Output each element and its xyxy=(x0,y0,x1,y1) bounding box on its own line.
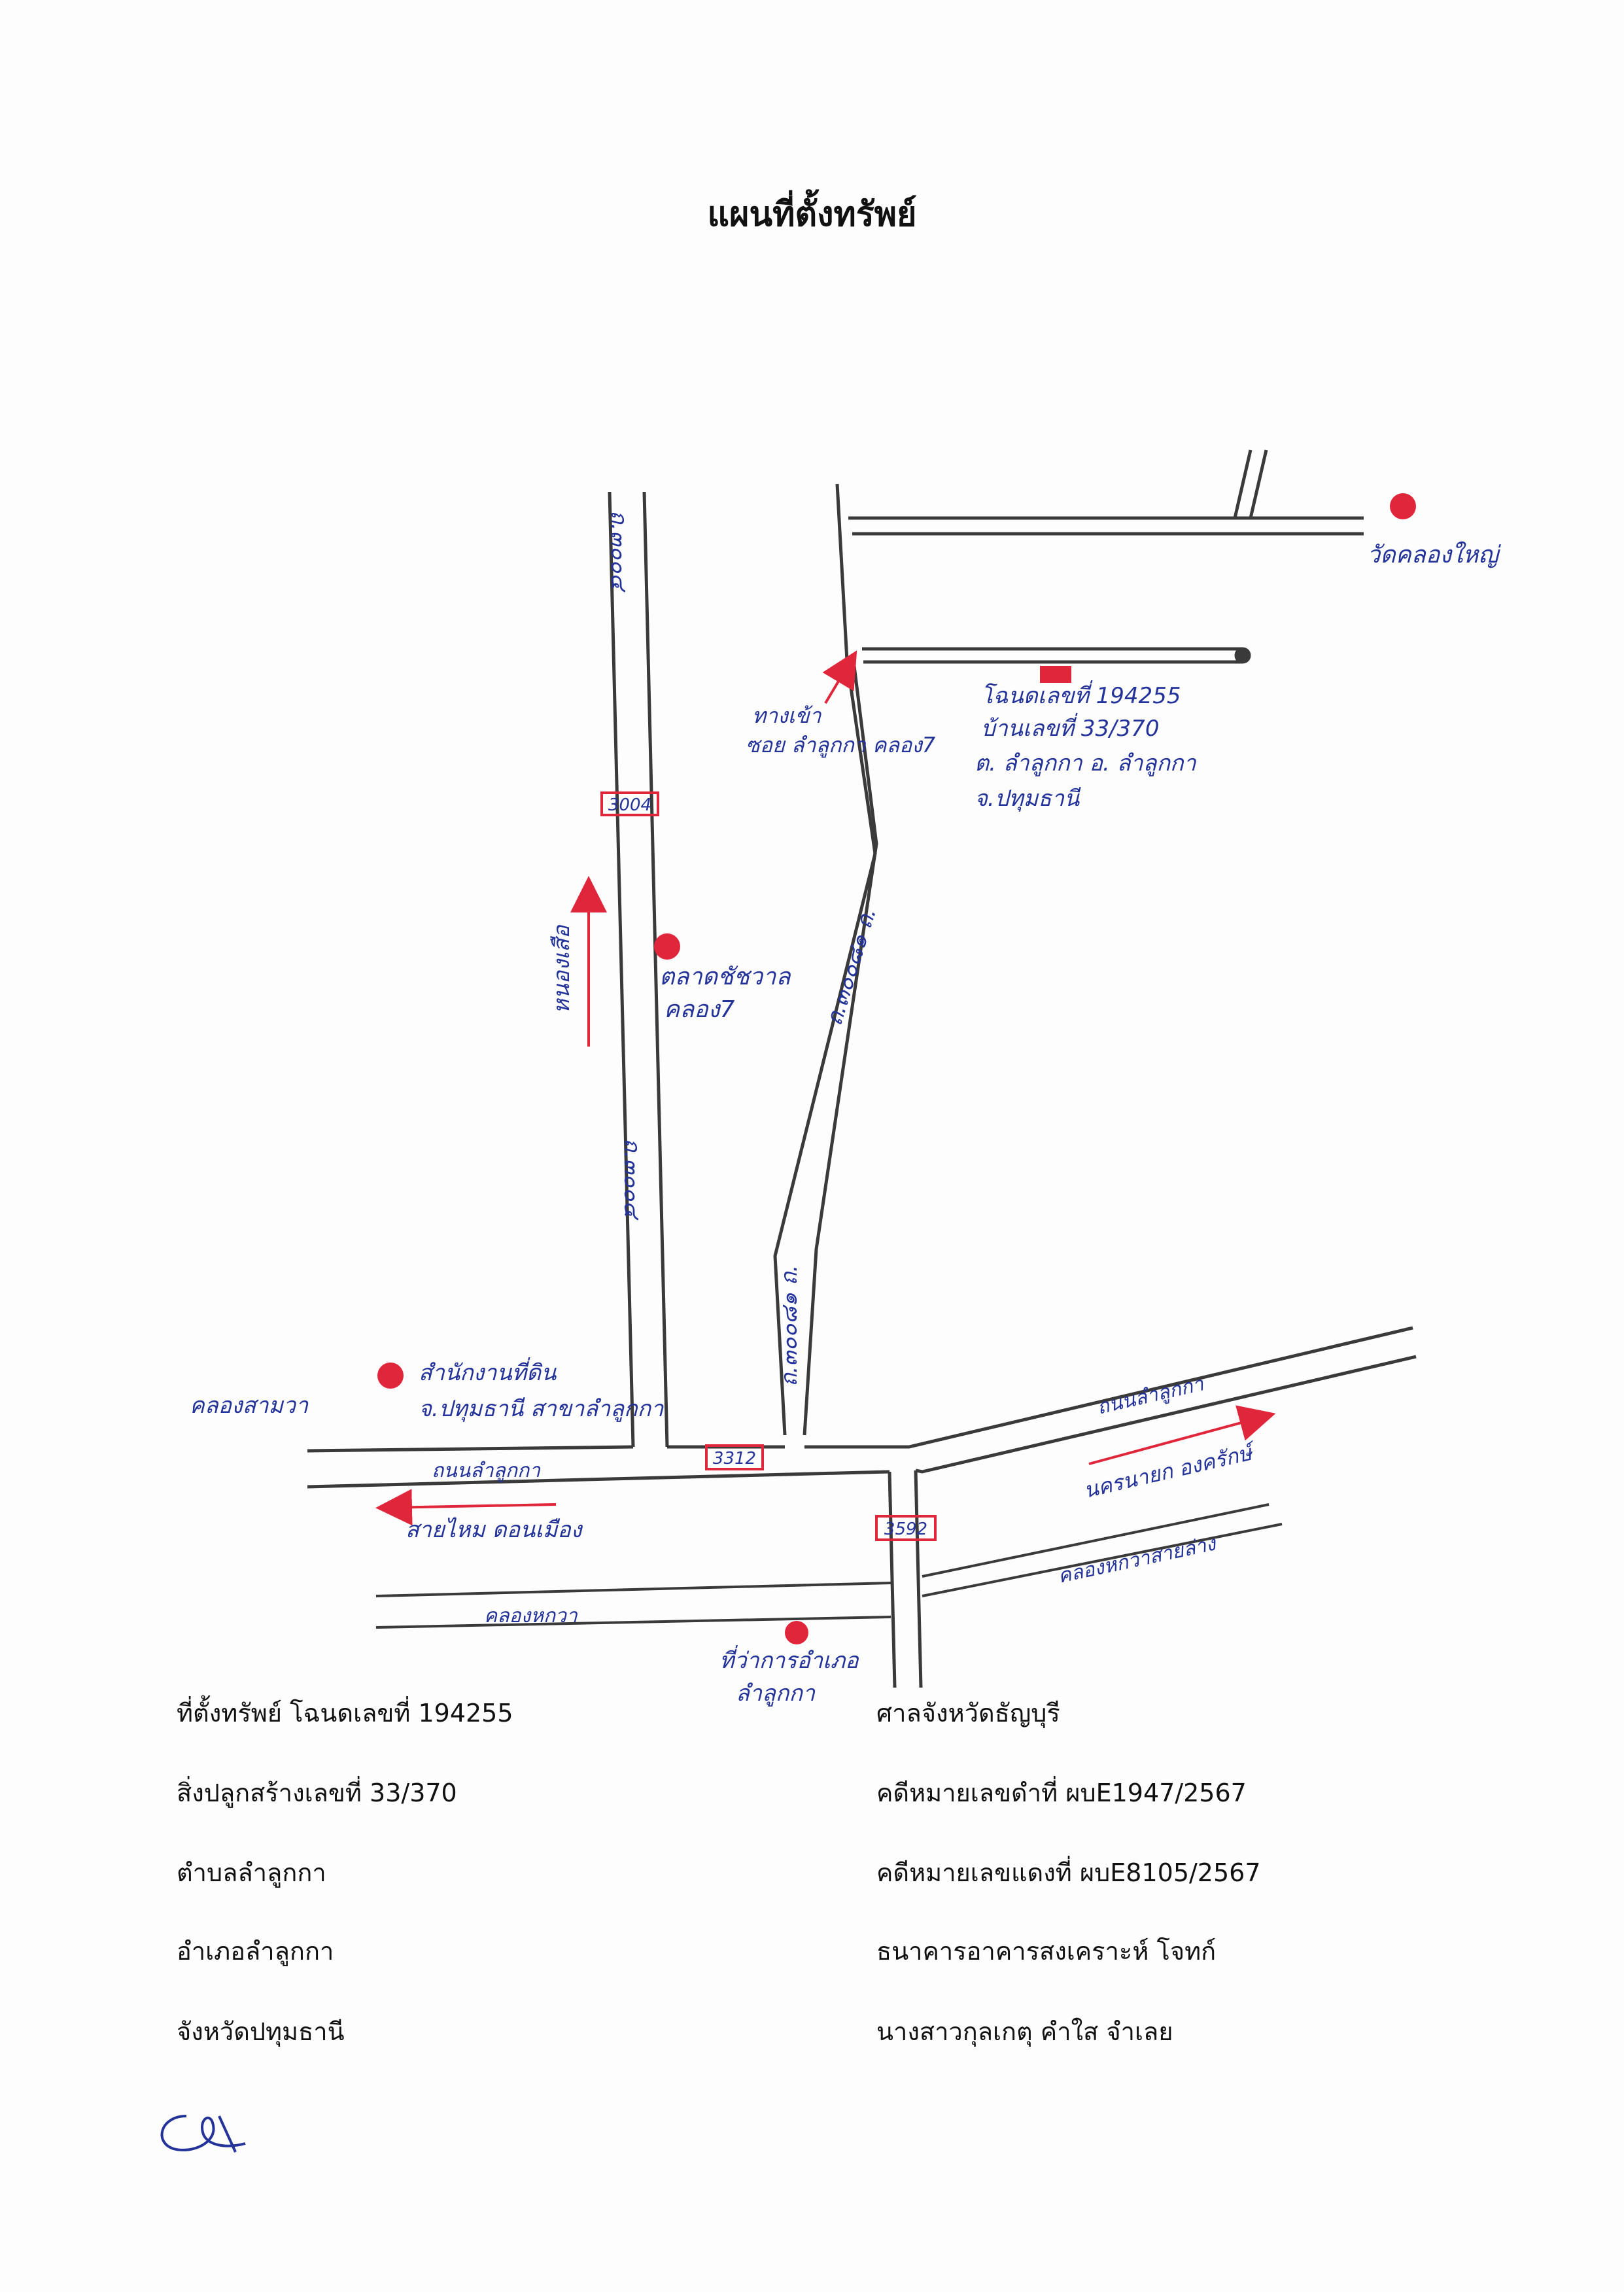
canals xyxy=(375,1503,1283,1629)
entrance-arrow-icon xyxy=(822,650,857,704)
route-3312-label: 3312 xyxy=(713,1449,756,1468)
land-office-label-1: สำนักงานที่ดิน xyxy=(419,1357,557,1386)
north-arrow-label: หนองเสือ xyxy=(549,924,575,1014)
left-road-top-label: ถ.๓๐๐๔ xyxy=(606,510,632,593)
road-north xyxy=(848,449,1364,664)
west-place-label: คลองสามวา xyxy=(190,1393,309,1419)
info-left-line-3: ตำบลลำลูกกา xyxy=(177,1858,326,1887)
route-3592-label: 3592 xyxy=(884,1519,927,1539)
signature-icon xyxy=(160,2115,246,2153)
west-arrow-icon xyxy=(375,1489,557,1526)
east-arrow-icon xyxy=(1088,1405,1276,1465)
info-right-line-1: ศาลจังหวัดธัญบุรี xyxy=(876,1699,1060,1728)
wat-label: วัดคลองใหญ่ xyxy=(1367,541,1502,568)
road-3004 xyxy=(608,491,669,1448)
mid-road-lower-label: ถ.๓๐๐๘๑ ถ. xyxy=(776,1265,803,1387)
canal-west-label: คลองหกวา xyxy=(484,1605,578,1627)
property-subdistrict-label: ต. ลำลูกกา อ. ลำลูกกา xyxy=(975,750,1196,776)
left-road-mid-label: ถ.๓๐๐๔ xyxy=(619,1138,645,1221)
route-box-3312: 3312 xyxy=(705,1444,764,1470)
info-left-line-4: อำเภอลำลูกกา xyxy=(177,1937,334,1966)
main-road-east-label: ถนนลำลูกกา xyxy=(1095,1372,1207,1419)
east-arrow-label: นครนายก องครักษ์ xyxy=(1081,1439,1258,1503)
road-middle xyxy=(773,483,878,1436)
market-label-2: คลอง7 xyxy=(664,996,734,1023)
district-office-marker-icon xyxy=(785,1621,808,1644)
west-arrow-label: สายไหม ดอนเมือง xyxy=(406,1517,583,1543)
page-title: แผนที่ตั้งทรัพย์ xyxy=(707,195,917,234)
info-right-line-2: คดีหมายเลขดำที่ ผบE1947/2567 xyxy=(876,1779,1247,1807)
market-label-1: ตลาดชัชวาล xyxy=(659,964,791,990)
info-left-line-2: สิ่งปลูกสร้างเลขที่ 33/370 xyxy=(177,1779,457,1807)
main-road-west-label: ถนนลำลูกกา xyxy=(432,1459,541,1482)
land-office-marker-icon xyxy=(377,1363,404,1389)
property-province-label: จ.ปทุมธานี xyxy=(975,786,1082,812)
district-office-label-1: ที่ว่าการอำเภอ xyxy=(719,1645,859,1674)
wat-marker-icon xyxy=(1390,493,1416,519)
property-marker-icon xyxy=(1040,666,1071,683)
info-left-line-1: ที่ตั้งทรัพย์ โฉนดเลขที่ 194255 xyxy=(177,1699,513,1728)
district-office-label-2: ลำลูกกา xyxy=(736,1680,816,1707)
route-box-3004: 3004 xyxy=(600,791,659,816)
info-left-line-5: จังหวัดปทุมธานี xyxy=(177,2017,345,2046)
entrance-label-2: ซอย ลำลูกกา คลอง7 xyxy=(746,733,936,758)
route-3004-label: 3004 xyxy=(608,795,651,815)
market-marker-icon xyxy=(654,933,680,960)
land-office-label-2: จ.ปทุมธานี สาขาลำลูกกา xyxy=(419,1396,664,1422)
info-right-line-5: นางสาวกุลเกตุ คำใส จำเลย xyxy=(876,2017,1173,2046)
mid-road-upper-label: ถ.๓๐๐๘๑ ถ. xyxy=(821,905,882,1029)
route-box-3592: 3592 xyxy=(875,1515,937,1541)
property-house-label: บ้านเลขที่ 33/370 xyxy=(981,713,1159,742)
canal-east-label: คลองหกวาสายล่าง xyxy=(1056,1532,1219,1588)
property-deed-label: โฉนดเลขที่ 194255 xyxy=(981,680,1181,709)
entrance-label-1: ทางเข้า xyxy=(752,703,822,728)
info-right-line-4: ธนาคารอาคารสงเคราะห์ โจทก์ xyxy=(876,1937,1217,1966)
info-right-line-3: คดีหมายเลขแดงที่ ผบE8105/2567 xyxy=(876,1858,1261,1887)
